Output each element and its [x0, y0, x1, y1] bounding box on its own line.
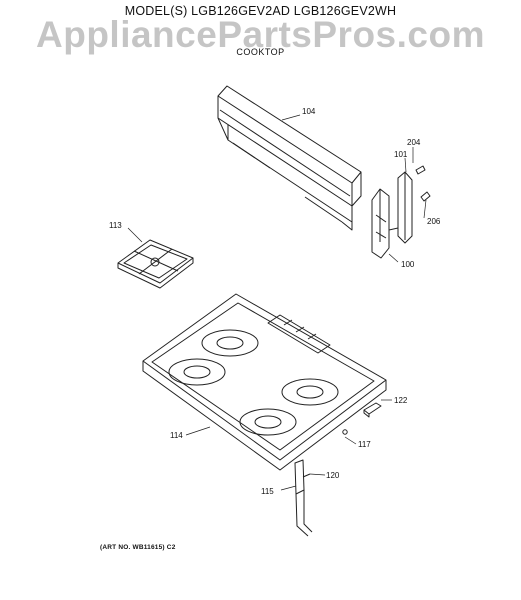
- part-label-122: 122: [394, 396, 408, 405]
- side-bracket: [371, 171, 413, 259]
- model-title: MODEL(S) LGB126GEV2AD LGB126GEV2WH: [124, 4, 397, 18]
- part-label-117: 117: [358, 440, 371, 449]
- part-label-104: 104: [302, 107, 316, 116]
- part-122-bracket: [363, 402, 382, 418]
- part-115-rod: [294, 459, 313, 537]
- part-label-206: 206: [427, 217, 441, 226]
- cooktop-main: [142, 293, 387, 471]
- screw-206: [420, 191, 431, 202]
- part-label-114: 114: [170, 431, 183, 440]
- burner-grate: [117, 239, 194, 289]
- art-number: (ART NO. WB11615) C2: [100, 544, 176, 551]
- section-title: COOKTOP: [236, 47, 285, 57]
- backguard-panel: [217, 85, 362, 231]
- screw-117: [342, 429, 348, 435]
- screw-204: [415, 165, 426, 175]
- watermark: AppliancePartsPros.com: [36, 14, 485, 55]
- part-label-204: 204: [407, 138, 421, 147]
- part-label-101: 101: [394, 150, 408, 159]
- part-label-100: 100: [401, 260, 415, 269]
- part-label-120: 120: [326, 471, 340, 480]
- part-label-113: 113: [109, 221, 122, 230]
- part-label-115: 115: [261, 487, 274, 496]
